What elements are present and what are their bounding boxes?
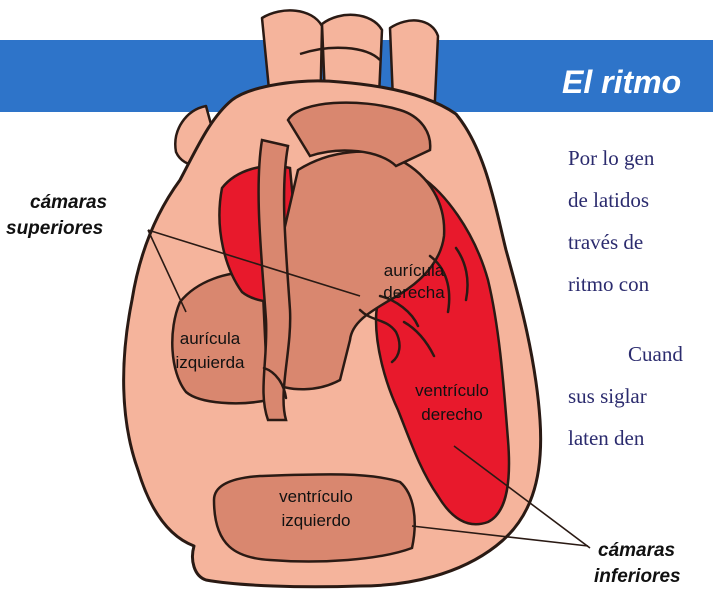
body-text-line-2: de latidos — [568, 188, 650, 212]
body-text-line-3: través de — [568, 230, 644, 254]
body-text-line-7: laten den — [568, 426, 645, 450]
leader-lines — [147, 229, 591, 549]
callout-lower-chambers-line2: inferiores — [594, 566, 681, 587]
left-ventricle-label: ventrículo — [279, 487, 353, 506]
left-atrium — [171, 270, 270, 405]
left-atrium-label-2: izquierda — [176, 353, 246, 372]
body-text-line-1: Por lo gen — [568, 146, 655, 170]
left-ventricle — [212, 473, 416, 563]
callout-upper-chambers-line1: cámaras — [30, 192, 108, 213]
left-atrium-label: aurícula — [180, 329, 241, 348]
right-ventricle-label-2: derecho — [421, 405, 482, 424]
body-text-line-4: ritmo con — [568, 272, 650, 296]
right-atrium-label-2: derecha — [383, 283, 445, 302]
body-text-line-5: Cuand — [628, 342, 683, 366]
page-title: El ritmo — [562, 64, 682, 100]
body-text-line-6: sus siglar — [568, 384, 647, 408]
callout-lower-chambers-line1: cámaras — [598, 540, 676, 561]
callout-upper-chambers-line2: superiores — [6, 218, 104, 239]
right-ventricle-label: ventrículo — [415, 381, 489, 400]
right-atrium-label: aurícula — [384, 261, 445, 280]
left-ventricle-label-2: izquierdo — [282, 511, 351, 530]
